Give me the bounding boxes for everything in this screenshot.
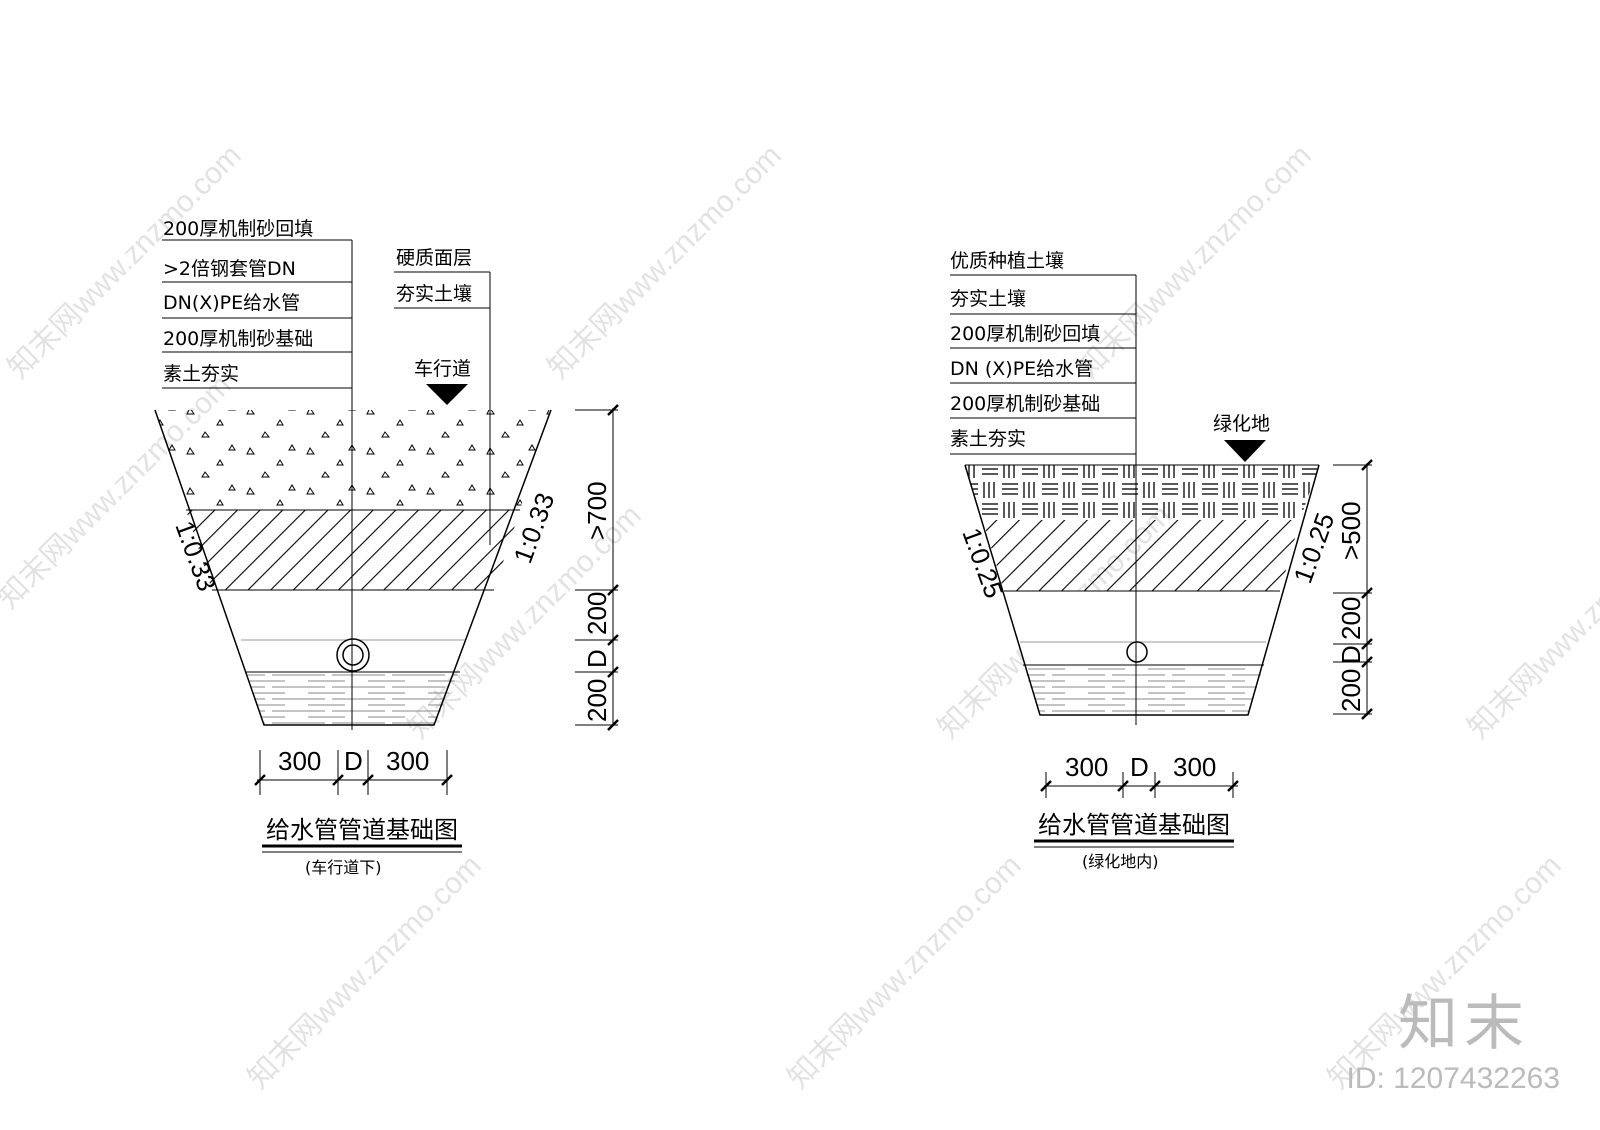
dim-width-d-2: D [1130,752,1149,782]
label-sand-backfill-2: 200厚机制砂回填 [950,323,1100,345]
dim-width-right: 300 [386,746,429,776]
sand-foundation-layer [246,670,460,725]
dim-width-d: D [344,746,363,776]
sand-backfill-pipe-layer [212,590,494,645]
label-pe-pipe: DN(X)PE给水管 [163,292,300,314]
diagram-subtitle: (车行道下) [305,858,382,877]
watermark-text: 知末网www.znzmo.com [1462,499,1600,745]
sand-backfill-layer [155,410,551,510]
compacted-soil-layer-2 [983,520,1300,591]
label-steel-casing: >2倍钢套管DN [163,258,296,280]
water-pipe [336,638,370,672]
dim-foundation: 200 [582,679,612,722]
dim-width-left-2: 300 [1065,752,1108,782]
watermark-text: 知末网www.znzmo.com [782,849,1028,1095]
dim-depth-2: >500 [1336,501,1366,560]
label-compacted-soil: 素土夯实 [163,363,239,385]
diagram-subtitle-2: (绿化地内) [1082,852,1159,871]
ground-label-2: 绿化地 [1213,413,1270,435]
label-hard-surface: 硬质面层 [396,247,472,269]
elevation-marker-2 [1224,440,1266,462]
planting-soil-layer [965,465,1319,520]
dim-foundation-2: 200 [1336,669,1366,712]
dim-width-right-2: 300 [1173,752,1216,782]
label-sand-foundation: 200厚机制砂基础 [163,328,313,350]
elevation-marker [426,384,468,405]
brand-logo: 知末 [1398,989,1530,1059]
watermark-text: 知末网www.znzmo.com [542,139,788,385]
right-section: 优质种植土壤 夯实土壤 200厚机制砂回填 DN (X)PE给水管 200厚机制… [950,250,1373,871]
dim-pipe: D [582,649,612,668]
dim-backfill-2: 200 [1336,597,1366,640]
label-planting-soil: 优质种植土壤 [950,250,1064,272]
dim-backfill: 200 [582,592,612,635]
dim-pipe-2: D [1336,645,1366,664]
id-label: ID: 1207432263 [1346,1062,1560,1095]
diagram-title: 给水管管道基础图 [266,816,458,844]
left-section: 200厚机制砂回填 >2倍钢套管DN DN(X)PE给水管 200厚机制砂基础 … [154,218,619,877]
label-pe-pipe-2: DN (X)PE给水管 [950,358,1093,380]
water-pipe-2 [1126,641,1148,663]
sand-foundation-layer-2 [1023,665,1264,715]
label-compacted-earth-2: 夯实土壤 [950,288,1026,310]
label-sand-foundation-2: 200厚机制砂基础 [950,393,1100,415]
watermark-text: 知末网www.znzmo.com [242,849,488,1095]
dim-depth: >700 [582,481,612,540]
label-sand-backfill: 200厚机制砂回填 [163,218,313,240]
sand-backfill-layer-2 [1004,591,1280,642]
compacted-soil-layer [186,510,520,590]
dim-width-left: 300 [278,746,321,776]
label-compacted-earth: 夯实土壤 [396,283,472,305]
label-compacted-soil-2: 素土夯实 [950,428,1026,450]
diagram-title-2: 给水管管道基础图 [1038,811,1230,839]
ground-label: 车行道 [414,358,471,380]
